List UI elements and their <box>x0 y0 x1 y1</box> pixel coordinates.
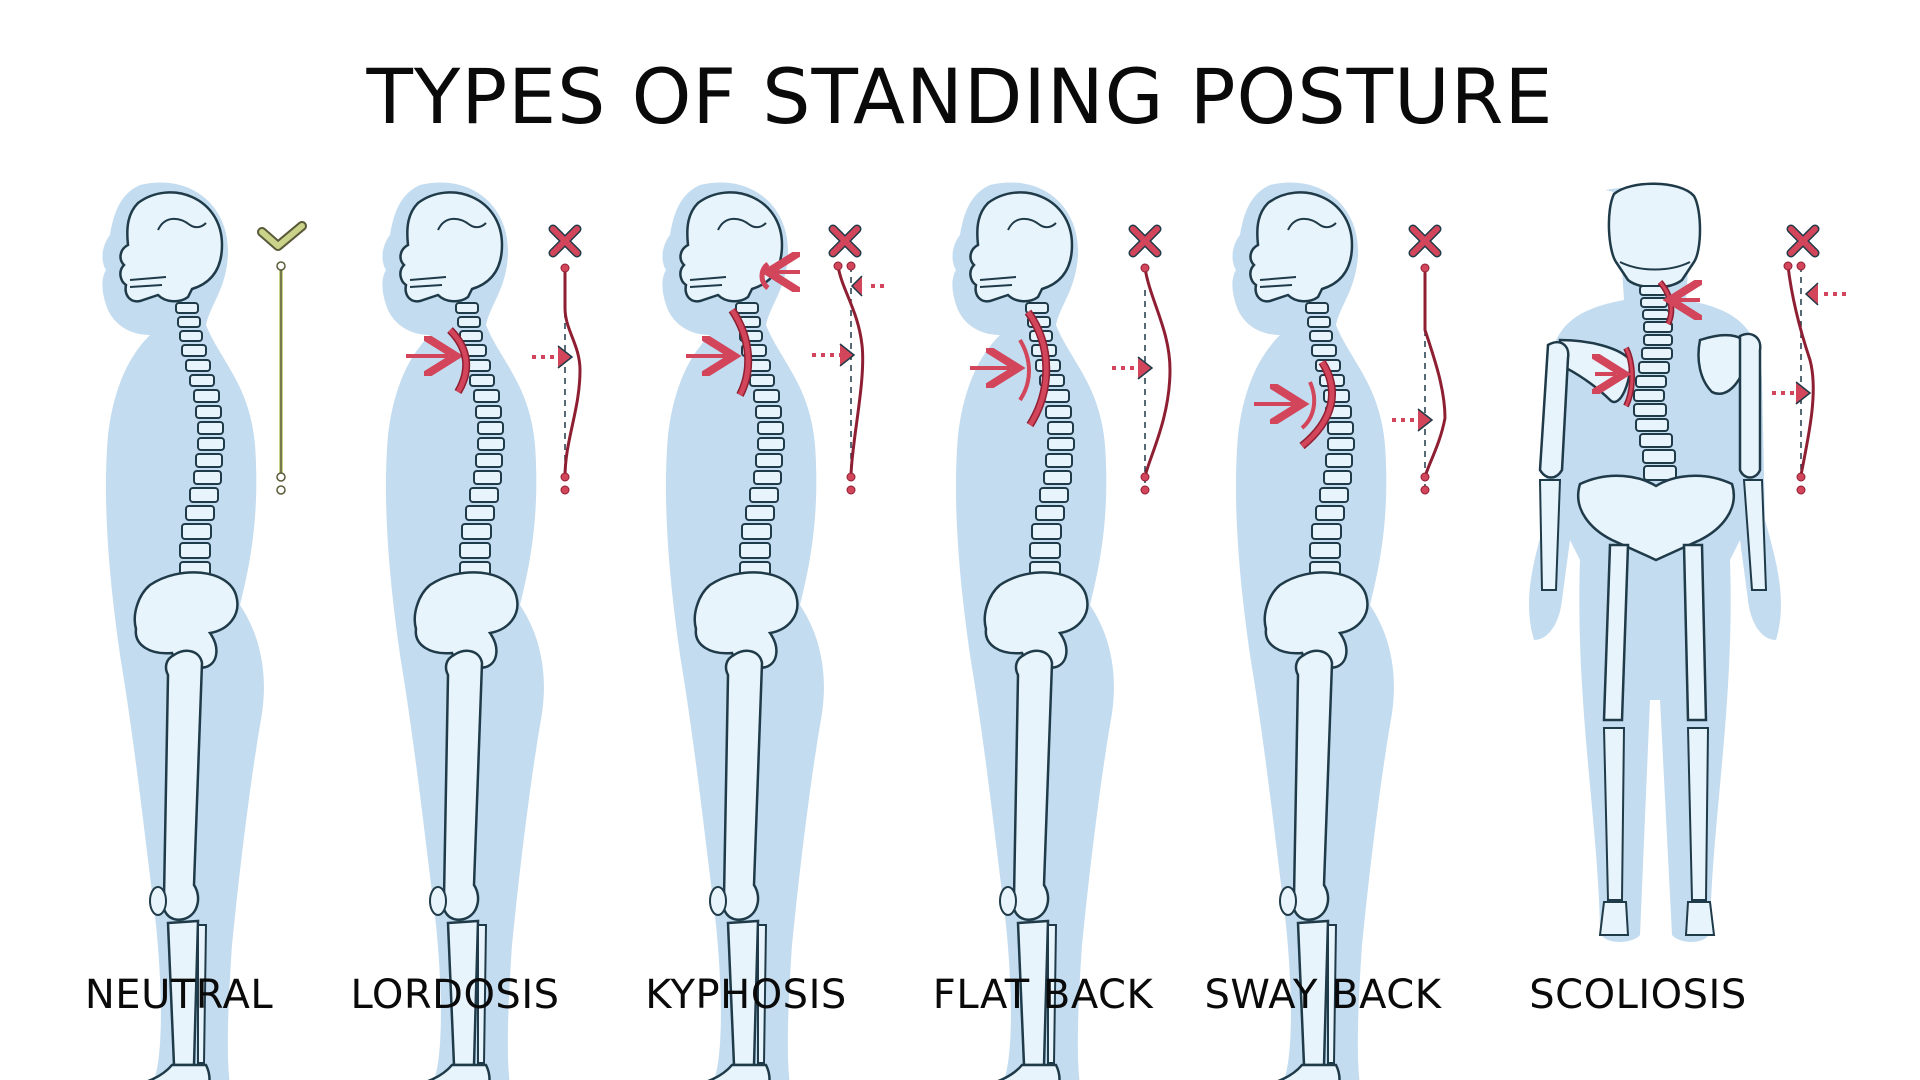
curve-arrows <box>686 264 800 397</box>
curve-arrows <box>1595 282 1700 408</box>
figure-scoliosis <box>1529 182 1846 942</box>
lordosis-spine-line <box>532 263 582 495</box>
figure-lordosis <box>381 181 582 1080</box>
curve-arrows <box>970 309 1051 428</box>
figure-kyphosis <box>661 181 884 1080</box>
curve-arrows <box>406 327 471 395</box>
check-mark-icon <box>257 221 307 251</box>
label-neutral: NEUTRAL <box>84 972 274 1018</box>
flat-back-spine-line <box>1112 263 1172 495</box>
label-kyphosis: KYPHOSIS <box>645 972 847 1018</box>
label-lordosis: LORDOSIS <box>350 972 560 1018</box>
curve-arrows <box>1254 359 1337 450</box>
label-flat-back: FLAT BACK <box>932 972 1154 1018</box>
x-mark-icon <box>833 229 857 253</box>
x-mark-icon <box>553 229 577 253</box>
sway-back-spine-line <box>1392 263 1447 495</box>
figure-flat-back <box>951 181 1172 1080</box>
figure-neutral <box>101 181 307 1080</box>
figure-sway-back <box>1231 181 1447 1080</box>
x-mark-icon <box>1133 229 1157 253</box>
label-scoliosis: SCOLIOSIS <box>1529 972 1747 1018</box>
x-mark-icon <box>1791 229 1815 253</box>
scoliosis-spine-line <box>1772 261 1846 495</box>
kyphosis-spine-line <box>812 261 884 495</box>
page-title: TYPES OF STANDING POSTURE <box>366 52 1554 141</box>
neutral-spine-line <box>276 261 286 495</box>
label-sway-back: SWAY BACK <box>1204 972 1442 1018</box>
x-mark-icon <box>1413 229 1437 253</box>
